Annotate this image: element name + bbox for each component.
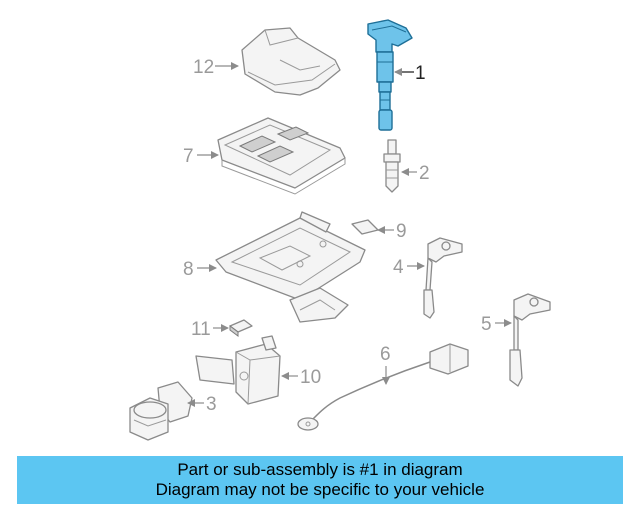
svg-text:7: 7: [183, 146, 194, 167]
svg-text:9: 9: [396, 221, 407, 242]
spark-plug-part-2[interactable]: [383, 139, 401, 193]
engine-cover-part-12[interactable]: [241, 27, 341, 96]
callout-7: 7: [183, 146, 219, 167]
relay-part-11[interactable]: [229, 319, 253, 337]
ignition-coil-part-1[interactable]: [367, 19, 413, 131]
mounting-bracket-part-8[interactable]: [215, 211, 366, 323]
callout-12: 12: [193, 57, 239, 78]
callout-8: 8: [183, 259, 217, 280]
callout-1: 1: [394, 63, 426, 84]
banner-line-1: Part or sub-assembly is #1 in diagram: [177, 460, 463, 479]
svg-text:10: 10: [300, 367, 321, 388]
callout-11: 11: [191, 319, 229, 340]
svg-text:12: 12: [193, 57, 214, 78]
svg-text:4: 4: [393, 257, 404, 278]
callout-3: 3: [187, 394, 217, 415]
clip-part-9[interactable]: [351, 219, 379, 235]
parts-diagram: 12 7 1 2: [129, 19, 551, 441]
svg-text:6: 6: [380, 344, 391, 365]
callout-2: 2: [401, 163, 430, 184]
info-banner: Part or sub-assembly is #1 in diagram Di…: [17, 456, 623, 504]
svg-text:3: 3: [206, 394, 217, 415]
callout-6: 6: [380, 344, 391, 385]
svg-text:11: 11: [191, 319, 211, 340]
callout-9: 9: [377, 221, 407, 242]
control-unit-part-10[interactable]: [195, 335, 281, 405]
callout-10: 10: [281, 367, 321, 388]
svg-text:5: 5: [481, 314, 492, 335]
control-module-part-7[interactable]: [217, 117, 346, 195]
svg-text:8: 8: [183, 259, 194, 280]
sensor-part-4[interactable]: [423, 237, 463, 319]
sensor-part-5[interactable]: [509, 293, 551, 387]
svg-text:1: 1: [415, 63, 426, 84]
callout-4: 4: [393, 257, 425, 278]
banner-line-2: Diagram may not be specific to your vehi…: [155, 480, 485, 499]
cable-sensor-part-6[interactable]: [297, 343, 469, 431]
svg-text:2: 2: [419, 163, 430, 184]
callout-5: 5: [481, 314, 512, 335]
actuator-part-3[interactable]: [129, 381, 193, 441]
